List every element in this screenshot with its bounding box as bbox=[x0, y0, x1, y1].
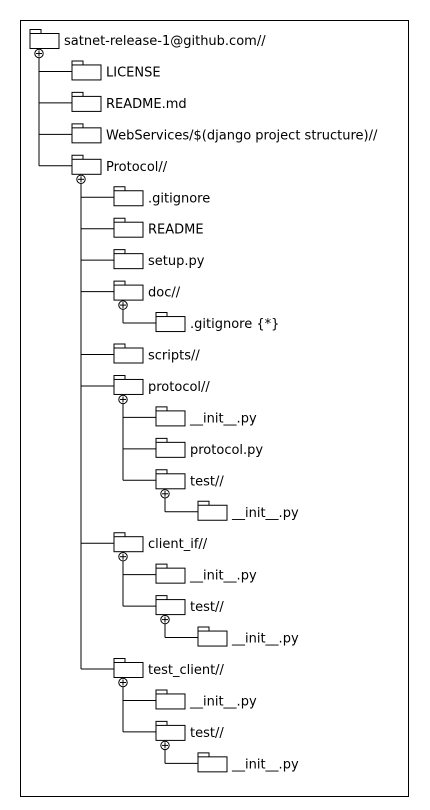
node-label: test// bbox=[190, 726, 224, 741]
node-label: satnet-release-1@github.com// bbox=[64, 34, 266, 49]
diagram-frame bbox=[20, 20, 409, 797]
folder-tab-icon bbox=[113, 658, 126, 663]
node-label: test// bbox=[190, 600, 224, 615]
folder-icon bbox=[113, 190, 144, 207]
folder-icon bbox=[113, 536, 144, 553]
folder-tab-icon bbox=[29, 29, 42, 34]
node-label: protocol// bbox=[148, 380, 210, 395]
node-label: client_if// bbox=[148, 537, 208, 552]
node-label: scripts// bbox=[148, 349, 200, 364]
node-label: test_client// bbox=[148, 663, 225, 678]
folder-icon bbox=[71, 95, 102, 112]
folder-icon bbox=[197, 504, 228, 521]
node-label: .gitignore {*} bbox=[190, 317, 279, 332]
node-label: Protocol// bbox=[106, 160, 168, 175]
node-label: doc// bbox=[148, 286, 181, 301]
folder-tab-icon bbox=[155, 720, 168, 726]
folder-tab-icon bbox=[155, 406, 168, 411]
folder-tab-icon bbox=[71, 60, 84, 65]
folder-tab-icon bbox=[71, 123, 84, 128]
folder-icon bbox=[71, 158, 102, 175]
folder-tab-icon bbox=[155, 595, 168, 600]
folder-icon bbox=[113, 221, 144, 238]
node-label: README bbox=[148, 223, 204, 238]
folder-icon bbox=[155, 410, 186, 427]
node-label: LICENSE bbox=[106, 65, 161, 80]
folder-tab-icon bbox=[113, 374, 126, 380]
folder-icon bbox=[155, 441, 186, 458]
folder-icon bbox=[71, 64, 102, 81]
node-label: test// bbox=[190, 474, 224, 489]
folder-icon bbox=[113, 284, 144, 301]
node-label: protocol.py bbox=[190, 443, 263, 458]
folder-icon bbox=[113, 378, 144, 395]
node-label: __init__.py bbox=[231, 757, 299, 772]
node-label: setup.py bbox=[148, 254, 205, 269]
folder-tab-icon bbox=[155, 469, 168, 474]
node-label: __init__.py bbox=[231, 506, 299, 521]
folder-icon bbox=[197, 756, 228, 773]
node-label: WebServices/$(django project structure)/… bbox=[106, 128, 378, 143]
folder-tab-icon bbox=[113, 249, 126, 254]
folder-tab-icon bbox=[155, 312, 168, 317]
folder-tab-icon bbox=[155, 437, 168, 443]
folder-icon bbox=[71, 127, 102, 144]
folder-tab-icon bbox=[113, 343, 126, 348]
folder-tab-icon bbox=[113, 186, 126, 191]
folder-icon bbox=[155, 473, 186, 490]
folder-icon bbox=[155, 567, 186, 584]
folder-tab-icon bbox=[155, 689, 168, 694]
folder-icon bbox=[155, 316, 186, 333]
folder-tab-icon bbox=[71, 154, 84, 160]
folder-icon bbox=[113, 253, 144, 270]
node-label: __init__.py bbox=[189, 411, 257, 426]
folder-icon bbox=[113, 662, 144, 678]
folder-icon bbox=[155, 693, 186, 710]
folder-tab-icon bbox=[71, 91, 84, 97]
folder-tab-icon bbox=[197, 500, 210, 506]
folder-tab-icon bbox=[197, 752, 210, 757]
folder-tab-icon bbox=[113, 280, 126, 286]
node-label: __init__.py bbox=[231, 632, 299, 647]
folder-icon bbox=[197, 630, 228, 647]
folder-tab-icon bbox=[197, 626, 210, 632]
folder-tab-icon bbox=[155, 563, 168, 569]
folder-icon bbox=[155, 724, 186, 741]
node-label: __init__.py bbox=[189, 569, 257, 584]
node-label: __init__.py bbox=[189, 694, 257, 709]
folder-icon bbox=[29, 33, 60, 49]
node-label: README.md bbox=[106, 97, 187, 112]
node-label: .gitignore bbox=[148, 191, 210, 206]
folder-tab-icon bbox=[113, 217, 126, 223]
folder-tab-icon bbox=[113, 532, 126, 537]
folder-icon bbox=[155, 599, 186, 616]
folder-icon bbox=[113, 347, 144, 364]
